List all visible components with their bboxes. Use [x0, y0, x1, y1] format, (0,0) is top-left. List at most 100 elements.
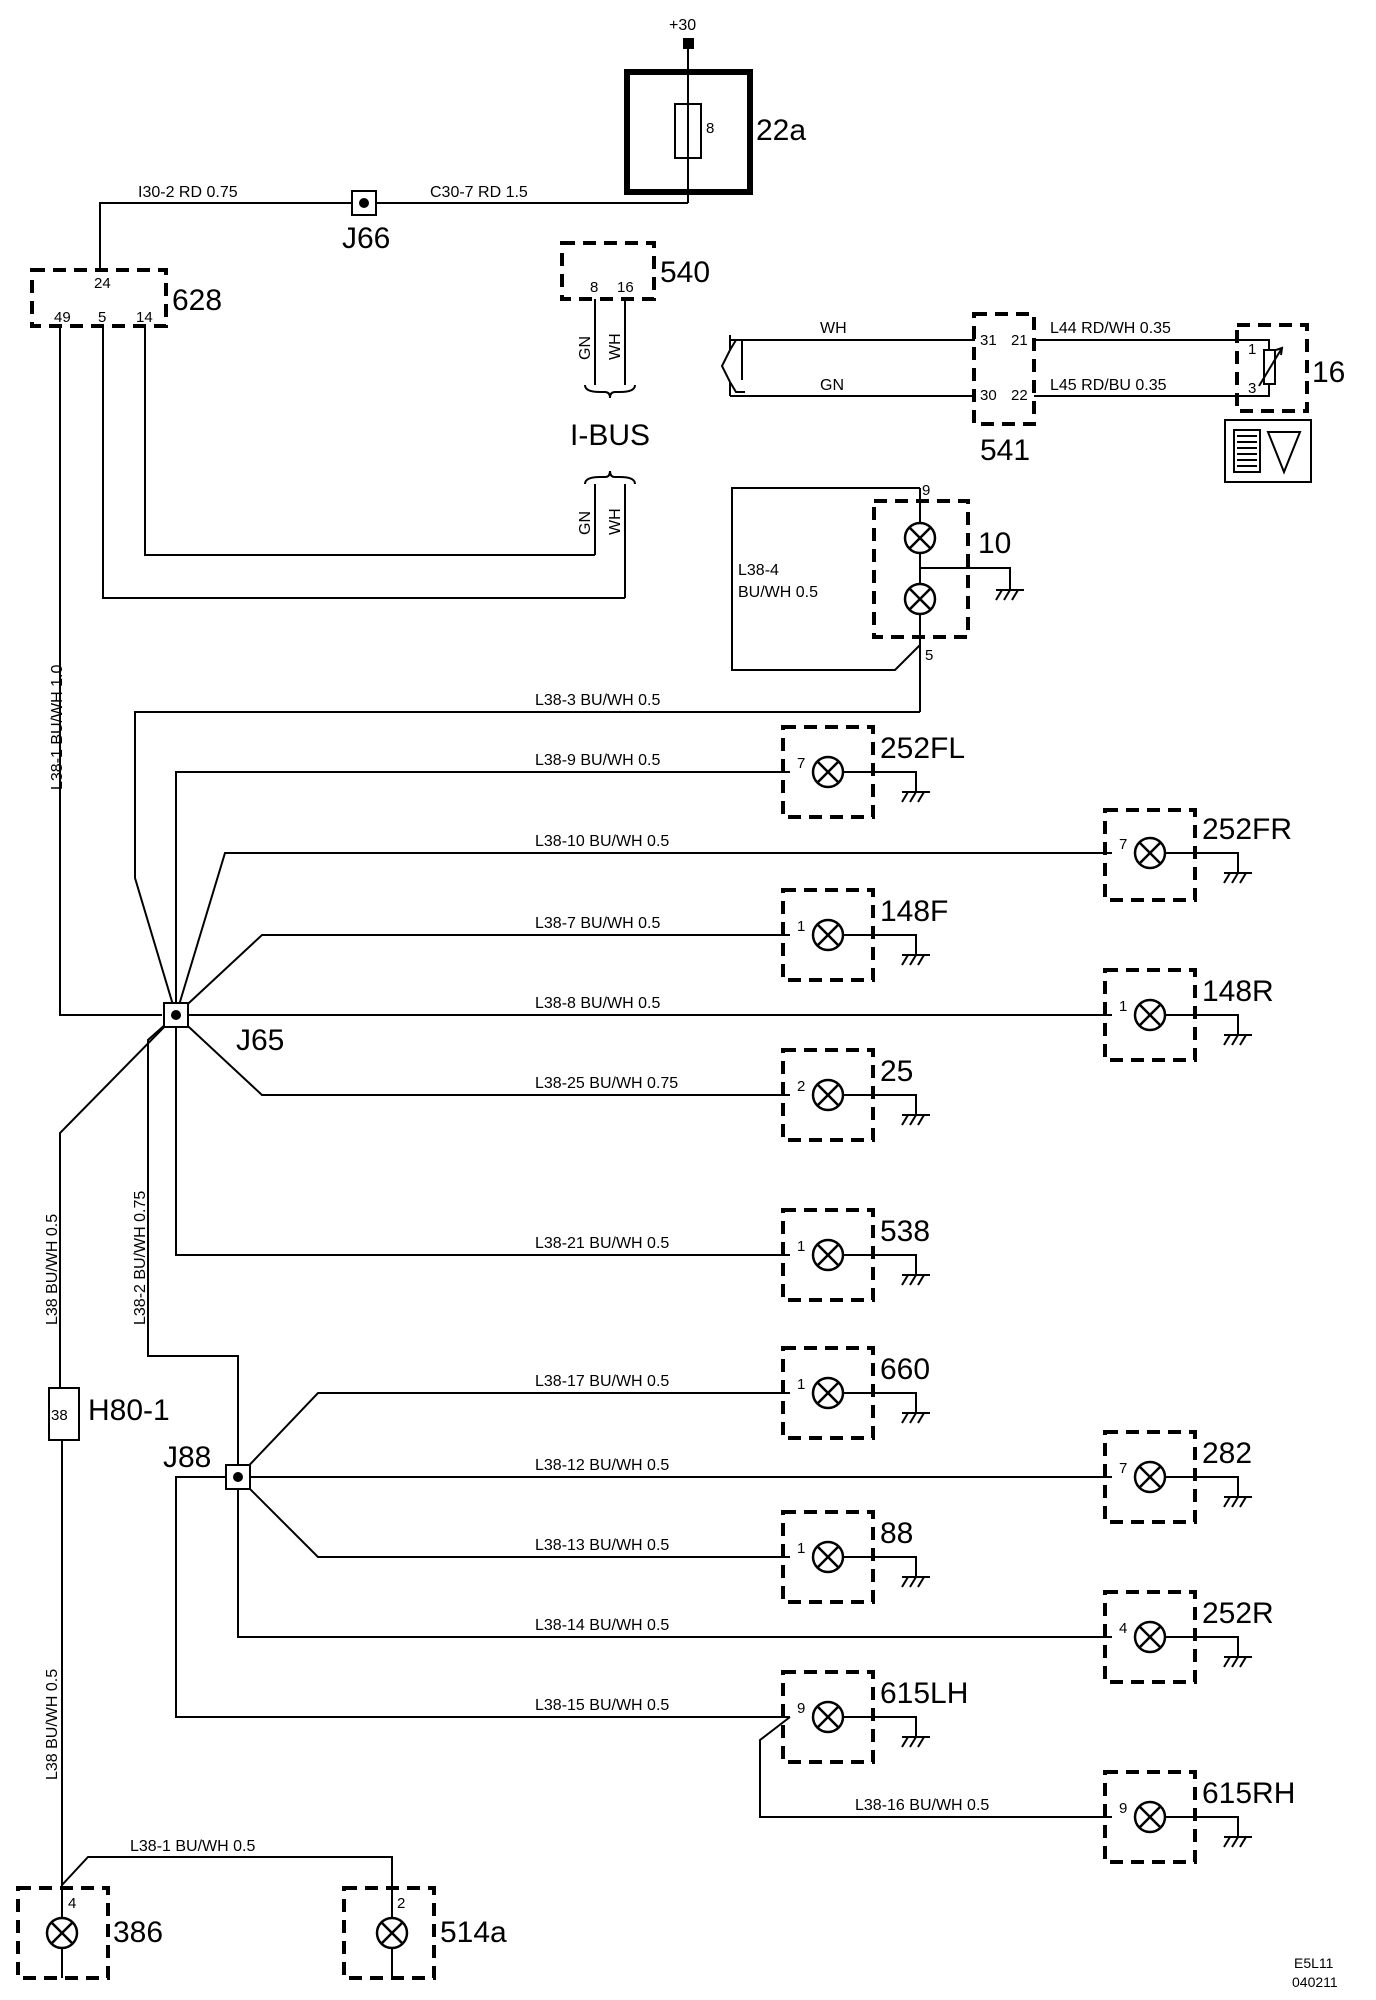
component-148F: 148F [880, 895, 948, 928]
component-148R: 148R [1202, 975, 1274, 1008]
pin-label: 1 [797, 1238, 805, 1255]
component-box-541 [972, 312, 1036, 426]
lamp-25: 2 25 [781, 1048, 931, 1142]
pin-label: 21 [1011, 332, 1028, 349]
junction-dot [359, 198, 369, 208]
wire-label: L45 RD/BU 0.35 [1050, 377, 1167, 394]
component-box [342, 1886, 436, 1980]
lamp-icon [1133, 998, 1167, 1032]
component-22a: 22a [756, 114, 806, 147]
component-box-628 [30, 268, 168, 328]
ground-icon [995, 589, 1025, 601]
ground-icon [1223, 1656, 1253, 1668]
lamp-282: 7 282 [1103, 1430, 1253, 1524]
component-628: 628 [172, 284, 222, 317]
lamp-88: 1 88 [781, 1510, 931, 1604]
lamp-icon [1133, 1620, 1167, 1654]
lamp-icon [811, 1376, 845, 1410]
pin-label: 5 [98, 309, 106, 326]
component-540-group: 8 16 540 GN WH I-BUS GN WH [102, 241, 710, 599]
component-282: 282 [1202, 1437, 1252, 1470]
junction-dot [233, 1472, 243, 1482]
pin-label: 1 [1119, 998, 1127, 1015]
pin-label: 7 [797, 755, 805, 772]
pin-label: 30 [980, 387, 997, 404]
lamp-252R: 4 252R [1103, 1590, 1274, 1684]
ground-icon [1223, 1836, 1253, 1848]
lamp-icon [45, 1916, 79, 1950]
footer-code: 040211 [1292, 1974, 1338, 1990]
lamp-660: 1 660 [781, 1346, 931, 1440]
component-10: 10 [978, 527, 1011, 560]
pin-label: 4 [1119, 1620, 1127, 1637]
wire-label: L38-17 BU/WH 0.5 [535, 1373, 669, 1390]
component-541: 541 [980, 434, 1030, 467]
pin-label: 1 [797, 1540, 805, 1557]
lamp-252FR: 7 252FR [1103, 808, 1292, 902]
lamp-icon [375, 1916, 409, 1950]
component-540: 540 [660, 256, 710, 289]
component-615LH: 615LH [880, 1677, 968, 1710]
component-10-group: 9 10 5 L38-4 BU/WH 0.5 [731, 482, 1025, 712]
component-514a: 514a [440, 1916, 507, 1949]
ground-icon [901, 1412, 931, 1424]
component-16-group: 1 3 16 [1224, 323, 1345, 483]
lamp-icon [1133, 836, 1167, 870]
ground-icon [901, 1576, 931, 1588]
component-16: 16 [1312, 356, 1345, 389]
wire-label: L38-16 BU/WH 0.5 [855, 1797, 989, 1814]
pin-label: 31 [980, 332, 997, 349]
pin-label: 38 [51, 1407, 68, 1424]
junction-dot [171, 1010, 181, 1020]
lamp-615LH: 9 615LH [781, 1670, 968, 1764]
connector-box [48, 1387, 80, 1441]
wire-label: I30-2 RD 0.75 [138, 184, 238, 201]
ground-icon [901, 1114, 931, 1126]
component-660: 660 [880, 1353, 930, 1386]
junction-label: J66 [342, 222, 390, 255]
junction-label: J65 [236, 1024, 284, 1057]
wire-label: L38-13 BU/WH 0.5 [535, 1537, 669, 1554]
pin-label: 7 [1119, 836, 1127, 853]
connector-H80-1: 38 H80-1 L38 BU/WH 0.5 [44, 1387, 170, 1900]
lamp-386: L38-1 BU/WH 0.5 4 386 [16, 1838, 393, 1980]
connector-label: H80-1 [88, 1394, 170, 1427]
pin-label: 8 [706, 120, 714, 137]
ground-icon [1223, 1034, 1253, 1046]
bus-label: I-BUS [570, 419, 650, 452]
supply-wiring: I30-2 RD 0.75 C30-7 RD 1.5 J66 [99, 184, 688, 270]
component-541-group: WH GN 31 21 30 22 541 L44 RD/WH 0.35 L45… [720, 312, 1244, 467]
lamp-538: 1 538 [781, 1208, 931, 1302]
wire-label: C30-7 RD 1.5 [430, 184, 528, 201]
pin-label: 14 [136, 309, 153, 326]
component-538: 538 [880, 1215, 930, 1248]
wire-label: L38-21 BU/WH 0.5 [535, 1235, 669, 1252]
pin-label: 24 [94, 275, 111, 292]
pin-label: 16 [617, 279, 634, 296]
wire-label: L38 BU/WH 0.5 [44, 1214, 61, 1325]
wire-label: GN [577, 511, 594, 535]
junction-label: J88 [163, 1441, 211, 1474]
footer-code: E5L11 [1294, 1955, 1334, 1971]
wire-label: L38 BU/WH 0.5 [44, 1669, 61, 1780]
supply-terminal [683, 38, 694, 49]
pin-label: 7 [1119, 1460, 1127, 1477]
component-box [1103, 808, 1197, 902]
lamp-icon [1133, 1460, 1167, 1494]
lamp-icon [1133, 1800, 1167, 1834]
pin-label: 9 [922, 482, 930, 499]
hub-J88: L38-17 BU/WH 0.5 L38-12 BU/WH 0.5 L38-13… [163, 1373, 1112, 1818]
pin-label: 5 [925, 647, 933, 664]
lamp-icon [811, 1700, 845, 1734]
pin-label: 2 [797, 1078, 805, 1095]
component-25: 25 [880, 1055, 913, 1088]
fuse-22a: +30 8 22a [624, 17, 806, 203]
lamp-514a: 2 514a [342, 1886, 507, 1980]
pin-label: 22 [1011, 387, 1028, 404]
pin-label: 9 [1119, 1800, 1127, 1817]
lamp-icon [811, 1078, 845, 1112]
pin-label: 8 [590, 279, 598, 296]
wire-label: L38-25 BU/WH 0.75 [535, 1075, 678, 1092]
wire-label: L38-1 BU/WH 1.0 [49, 665, 66, 790]
wire-label: L38-1 BU/WH 0.5 [130, 1838, 255, 1855]
